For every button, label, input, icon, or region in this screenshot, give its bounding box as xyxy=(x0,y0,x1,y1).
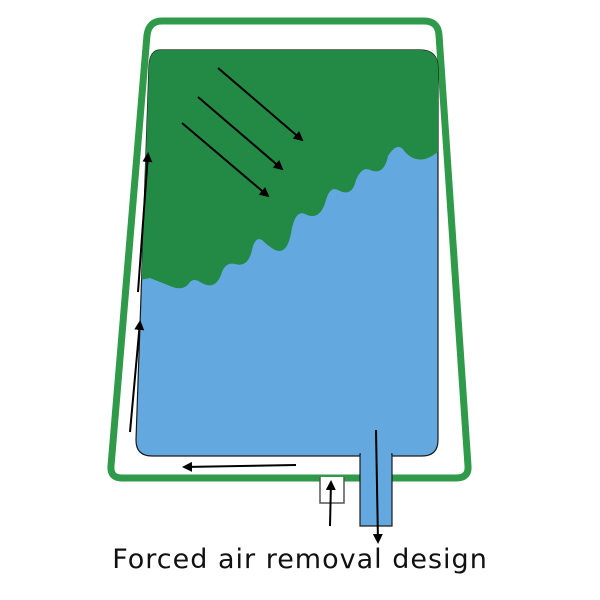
flow-arrow-icon xyxy=(197,96,284,171)
foam-air-region xyxy=(140,50,438,289)
flow-arrow-icon xyxy=(181,122,270,198)
flow-arrows xyxy=(129,67,383,544)
flow-arrow-icon xyxy=(325,480,336,527)
inlet-valve-icon xyxy=(319,477,345,504)
flow-arrow-icon xyxy=(372,429,383,544)
diagram-caption: Forced air removal design xyxy=(112,544,488,575)
flow-arrow-icon xyxy=(182,461,297,472)
flow-arrow-icon xyxy=(129,320,145,433)
flow-arrow-icon xyxy=(137,152,153,293)
flow-arrow-icon xyxy=(217,67,304,142)
